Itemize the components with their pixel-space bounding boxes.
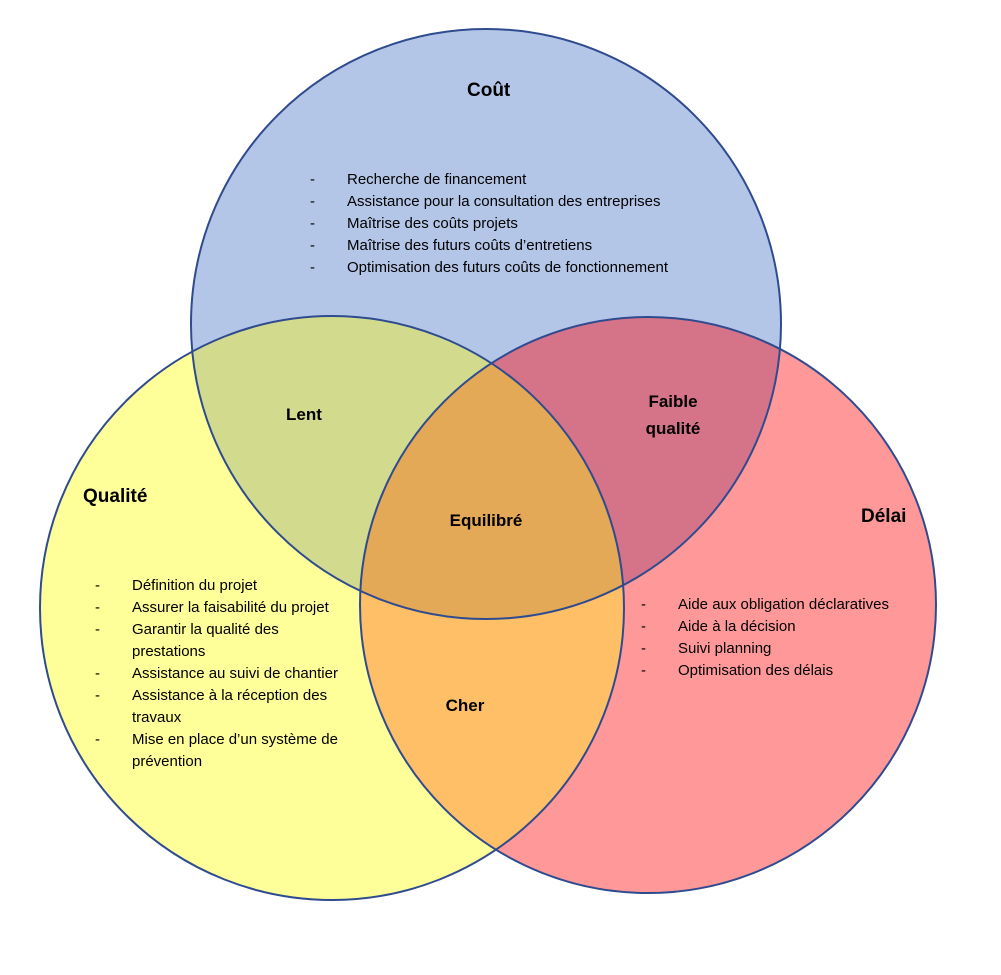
delai-list: -Aide aux obligation déclaratives -Aide … <box>641 594 931 682</box>
list-item: -Assistance à la réception des travaux <box>95 687 328 726</box>
list-item: -Assurer la faisabilité du projet <box>95 599 329 616</box>
delai-title: Délai <box>861 506 907 527</box>
list-item: -Suivi planning <box>641 640 772 657</box>
faible-qualite-label: Faible qualité <box>645 392 701 438</box>
cout-outline <box>190 28 782 620</box>
equilibre-label: Equilibré <box>449 511 523 530</box>
list-item: -Optimisation des futurs coûts de foncti… <box>310 259 669 276</box>
list-item: -Maîtrise des futurs coûts d’entretiens <box>310 237 593 254</box>
cher-label: Cher <box>445 696 485 715</box>
qualite-title: Qualité <box>83 486 148 507</box>
list-item: -Aide aux obligation déclaratives <box>641 596 889 613</box>
list-item: -Assistance pour la consultation des ent… <box>310 193 661 210</box>
list-item: -Maîtrise des coûts projets <box>310 215 518 232</box>
delai-outline <box>359 316 937 894</box>
list-item: -Mise en place d’un système de préventio… <box>95 731 338 770</box>
list-item: -Aide à la décision <box>641 618 796 635</box>
cout-title: Coût <box>467 80 511 101</box>
list-item: -Recherche de financement <box>310 171 527 188</box>
center-overlap <box>360 317 624 619</box>
list-item: -Assistance au suivi de chantier <box>95 665 338 682</box>
list-item: -Optimisation des délais <box>641 662 834 679</box>
qualite-list: -Définition du projet -Assurer la faisab… <box>95 575 355 773</box>
list-item: -Garantir la qualité des prestations <box>95 621 279 660</box>
qualite-outline <box>39 315 625 901</box>
lent-label: Lent <box>286 405 322 424</box>
list-item: -Définition du projet <box>95 577 258 594</box>
cout-list: -Recherche de financement -Assistance po… <box>310 169 730 279</box>
